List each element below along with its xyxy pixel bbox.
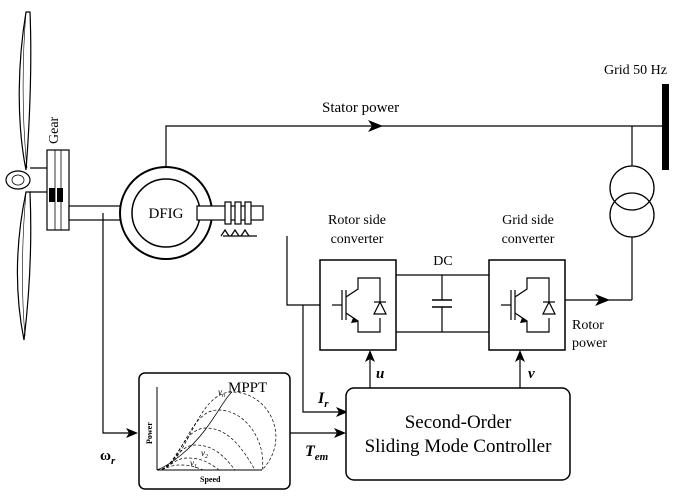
controller-label-line1: Second-Order <box>405 412 512 433</box>
v-label: v <box>528 366 535 382</box>
mppt-power-curves <box>156 391 277 471</box>
omega-signal: ωr <box>100 213 138 467</box>
mppt-curve-label-2: v2 <box>201 448 208 460</box>
mppt-curve-4 <box>156 444 236 471</box>
ir-signal: Ir <box>302 305 348 417</box>
mppt-curve-6 <box>156 464 204 471</box>
dc-label: DC <box>433 254 452 269</box>
rotor-side-converter: Rotor side converter <box>319 213 397 351</box>
mppt-block: MPPT Power Speed vn v2 v1 <box>138 372 291 490</box>
tem-label: Tem <box>305 443 329 463</box>
v-signal: v <box>515 350 535 388</box>
grid-bus: Grid 50 Hz <box>604 63 669 170</box>
ir-label: Ir <box>317 390 329 410</box>
mppt-curve-label-1: v1 <box>190 458 197 470</box>
mppt-optimal-curve <box>156 391 233 471</box>
rsc-label-line2: converter <box>331 232 384 247</box>
grid-side-converter: Grid side converter <box>488 213 566 351</box>
rsc-label-line1: Rotor side <box>328 213 386 228</box>
mppt-label: MPPT <box>228 380 267 396</box>
dc-link: DC <box>396 254 489 333</box>
rotor-power-label-line2: power <box>572 336 607 351</box>
gsc-label-line1: Grid side <box>502 213 554 228</box>
rotor-wiring <box>286 236 320 306</box>
u-label: u <box>376 366 384 382</box>
slip-rings <box>196 201 264 237</box>
omega-label: ωr <box>100 448 116 467</box>
grid-label: Grid 50 Hz <box>604 63 667 78</box>
gsc-label-line2: converter <box>502 232 555 247</box>
gear-label: Gear <box>47 116 62 144</box>
u-signal: u <box>365 350 384 388</box>
rotor-power-line: Rotor power <box>565 294 632 351</box>
drive-shaft <box>68 205 126 221</box>
stator-power-line: Stator power <box>165 100 664 167</box>
turbine-blades <box>5 11 32 341</box>
transformer <box>609 126 655 300</box>
controller-label-line2: Sliding Mode Controller <box>365 436 553 457</box>
mppt-ylabel: Power <box>145 422 154 444</box>
rotor-power-label-line1: Rotor <box>572 318 604 333</box>
gearbox: Gear <box>30 116 70 231</box>
sliding-mode-controller: Second-Order Sliding Mode Controller <box>345 387 571 481</box>
tem-signal: Tem <box>290 428 346 463</box>
mppt-curve-label-n: vn <box>218 387 225 399</box>
stator-power-label: Stator power <box>322 100 399 116</box>
mppt-curve-3 <box>156 427 256 471</box>
dfig-label: DFIG <box>148 206 183 222</box>
mppt-xlabel: Speed <box>200 475 221 484</box>
